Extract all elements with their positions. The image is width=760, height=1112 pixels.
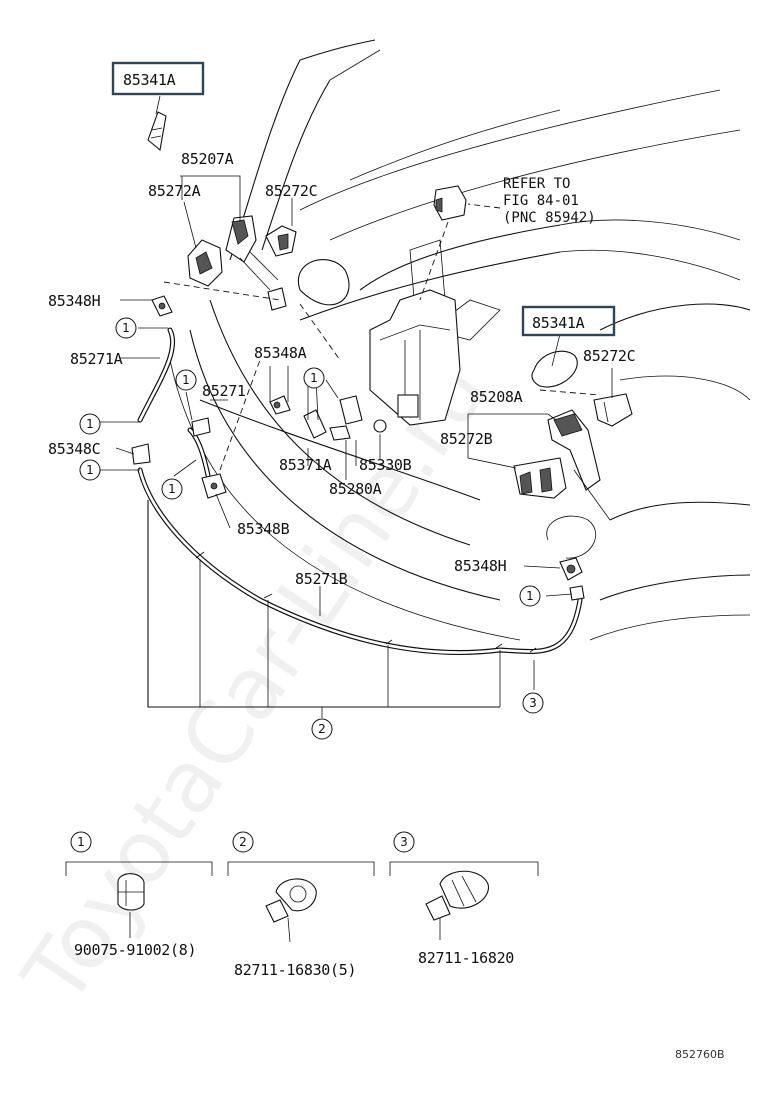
bracket-85272a xyxy=(187,239,223,287)
legend-1-number: 1 xyxy=(77,835,85,849)
washer-tank xyxy=(369,289,461,426)
hose-fittings xyxy=(131,295,585,653)
label-85341a-right[interactable]: 85341A xyxy=(532,314,585,332)
highlight-box-85341a-top xyxy=(111,61,205,96)
callout-1: 1 xyxy=(86,463,94,477)
figure-id: 852760B xyxy=(675,1048,725,1061)
clip-85272c-right xyxy=(593,393,633,427)
label-85272c-top[interactable]: 85272C xyxy=(265,182,318,200)
washer-pump-assembly xyxy=(269,395,387,441)
label-85348c[interactable]: 85348C xyxy=(48,440,101,458)
nozzle-cover-top xyxy=(147,111,167,152)
callout-circles: 1 1 1 1 1 1 1 2 3 xyxy=(79,317,544,740)
bracket-85272b xyxy=(513,457,567,499)
label-85207a[interactable]: 85207A xyxy=(181,150,234,168)
label-85348h-right[interactable]: 85348H xyxy=(454,557,507,575)
callout-3: 3 xyxy=(529,696,537,710)
callout-1: 1 xyxy=(168,482,176,496)
clamp-icon-90075 xyxy=(117,873,145,911)
label-85348a[interactable]: 85348A xyxy=(254,344,307,362)
legend-2-part-number: 82711-16830(5) xyxy=(234,961,356,979)
label-85272b[interactable]: 85272B xyxy=(440,430,493,448)
clamp-icon-82711-16830 xyxy=(265,878,317,923)
label-85280a[interactable]: 85280A xyxy=(329,480,382,498)
highlight-box-85341a-right xyxy=(521,305,616,337)
legend-2-number: 2 xyxy=(239,835,247,849)
label-85341a-top[interactable]: 85341A xyxy=(123,71,176,89)
reference-note-line2: FIG 84-01 xyxy=(503,193,579,209)
label-85330b[interactable]: 85330B xyxy=(359,456,412,474)
label-85271[interactable]: 85271 xyxy=(202,382,246,400)
label-85272a[interactable]: 85272A xyxy=(148,182,201,200)
washer-nozzle-left xyxy=(225,215,279,291)
label-85371a[interactable]: 85371A xyxy=(279,456,332,474)
label-85271a[interactable]: 85271A xyxy=(70,350,123,368)
callout-2: 2 xyxy=(318,722,326,736)
label-85272c-right[interactable]: 85272C xyxy=(583,347,636,365)
reference-note-line1: REFER TO xyxy=(503,176,570,192)
clamp-icon-82711-16820 xyxy=(425,870,489,921)
washer-hose xyxy=(137,327,583,656)
washer-nozzle-right xyxy=(547,409,611,521)
guide-lines xyxy=(163,281,601,471)
label-85271b[interactable]: 85271B xyxy=(295,570,348,588)
connector-85348h-right xyxy=(559,557,583,581)
leader-lines xyxy=(100,95,613,718)
reference-note-line3: (PNC 85942) xyxy=(503,210,596,226)
legend-item-3[interactable]: 3 82711-16820 xyxy=(389,831,539,967)
callout-1: 1 xyxy=(122,321,130,335)
callout-1: 1 xyxy=(86,417,94,431)
legend-item-2[interactable]: 2 82711-16830(5) xyxy=(227,831,375,979)
label-85208a[interactable]: 85208A xyxy=(470,388,523,406)
callout-1: 1 xyxy=(310,371,318,385)
callout-1: 1 xyxy=(182,373,190,387)
clip-85272c-top xyxy=(265,225,297,257)
legend-1-part-number: 90075-91002(8) xyxy=(74,941,196,959)
label-85348h-left[interactable]: 85348H xyxy=(48,292,101,310)
callout-1: 1 xyxy=(526,589,534,603)
label-85348b[interactable]: 85348B xyxy=(237,520,290,538)
legend-3-number: 3 xyxy=(400,835,408,849)
nozzle-cover-right xyxy=(531,350,578,388)
reservoir-cap-icon xyxy=(433,185,467,221)
legend-3-part-number: 82711-16820 xyxy=(418,949,514,967)
legend-item-1[interactable]: 1 90075-91002(8) xyxy=(65,831,213,959)
vehicle-body-outline xyxy=(169,39,751,641)
